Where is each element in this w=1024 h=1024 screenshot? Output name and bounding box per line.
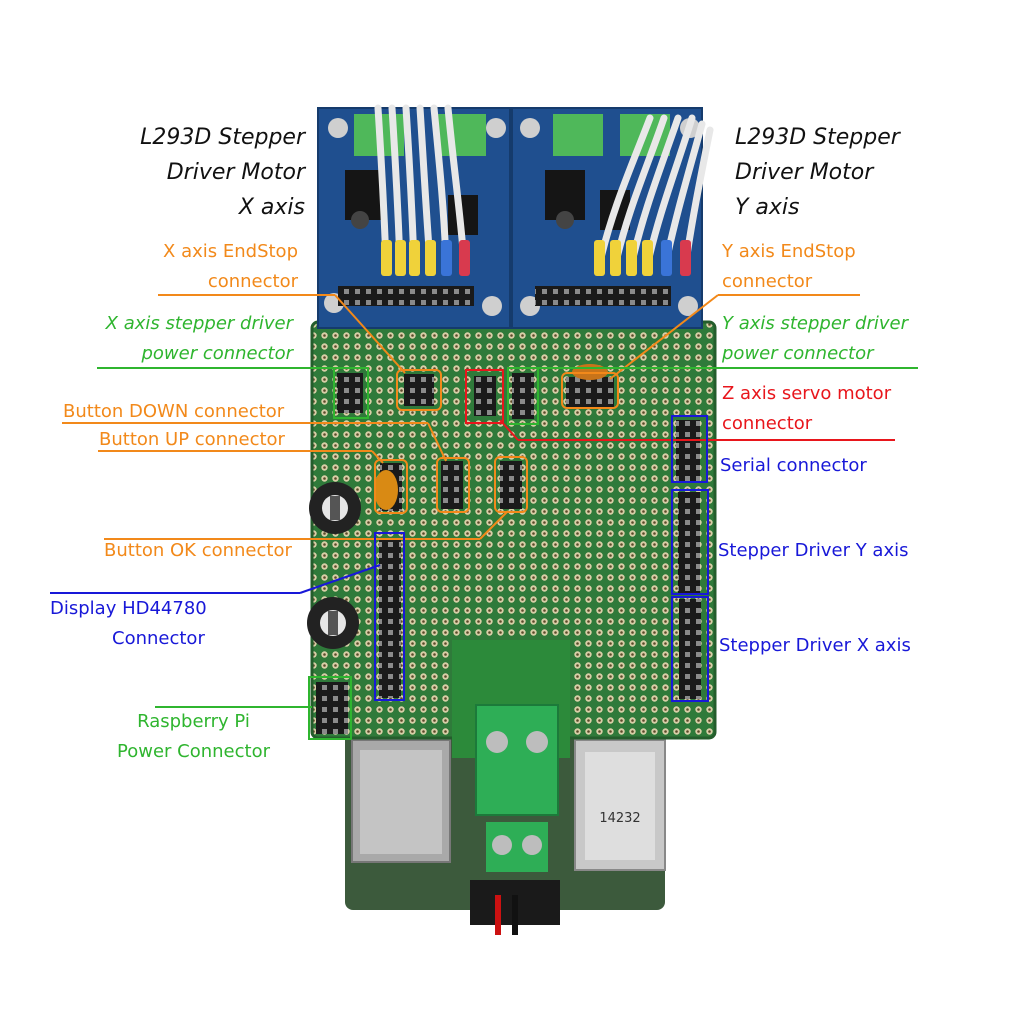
serial-label: Serial connector <box>720 455 867 476</box>
display-label-line2: Connector <box>112 628 205 649</box>
button-ok-box <box>494 456 528 513</box>
y-endstop-box <box>561 372 619 409</box>
button-down-label: Button DOWN connector <box>63 401 285 422</box>
x-stepper-power-label-line2: power connector <box>141 343 293 364</box>
z-servo-label-line2: connector <box>722 413 813 434</box>
x-motor-title: L293D Stepper Driver Motor X axis <box>130 120 305 225</box>
stepper-y-label: Stepper Driver Y axis <box>718 540 909 561</box>
y-motor-title-line3: Y axis <box>735 195 800 220</box>
z-servo-leader <box>499 419 519 441</box>
connectors-x <box>381 240 470 276</box>
display-box <box>374 532 405 701</box>
rpi-power-label-line2: Power Connector <box>117 741 270 762</box>
usb-chip-marking: 14232 <box>599 811 640 826</box>
y-stepper-power-label-line1: Y axis stepper driver <box>722 313 909 334</box>
rpi-power-box <box>308 676 352 740</box>
z-servo-label: Z axis servo motor connector <box>722 379 891 439</box>
x-endstop-label-line1: X axis EndStop <box>163 241 298 262</box>
rpi-power-label: Raspberry Pi Power Connector <box>110 707 277 767</box>
z-servo-box <box>465 369 504 424</box>
y-motor-title-line1: L293D Stepper <box>735 125 900 150</box>
y-endstop-label-line2: connector <box>722 271 813 292</box>
button-ok-label: Button OK connector <box>104 540 292 561</box>
button-up-box <box>374 459 408 514</box>
z-servo-label-line1: Z axis servo motor <box>722 383 892 404</box>
stepper-x-label: Stepper Driver X axis <box>719 635 911 656</box>
perfboard <box>307 320 717 872</box>
y-motor-title-line2: Driver Motor <box>735 160 874 185</box>
x-stepper-power-label: X axis stepper driver power connector <box>70 309 293 369</box>
rpi-power-label-line1: Raspberry Pi <box>137 711 250 732</box>
y-endstop-label: Y axis EndStop connector <box>722 237 856 297</box>
button-up-label: Button UP connector <box>99 429 285 450</box>
button-down-box <box>436 457 470 513</box>
connectors-y <box>594 240 691 276</box>
x-stepper-power-box <box>333 367 369 419</box>
y-motor-title: L293D Stepper Driver Motor Y axis <box>735 120 900 225</box>
x-stepper-power-label-line1: X axis stepper driver <box>105 313 293 334</box>
x-endstop-box <box>396 369 442 411</box>
y-endstop-label-line1: Y axis EndStop <box>722 241 856 262</box>
stepper-x-box <box>671 596 709 702</box>
y-stepper-power-label: Y axis stepper driver power connector <box>722 309 908 369</box>
y-stepper-power-label-line2: power connector <box>722 343 874 364</box>
stepper-y-box <box>671 489 709 595</box>
x-endstop-label-line2: connector <box>207 271 298 292</box>
y-stepper-power-box <box>507 367 539 425</box>
display-label-line1: Display HD44780 <box>50 598 207 619</box>
x-motor-title-line3: X axis <box>238 195 305 220</box>
display-label: Display HD44780 Connector <box>50 594 207 654</box>
serial-box <box>671 415 708 483</box>
x-motor-title-line2: Driver Motor <box>166 160 305 185</box>
x-motor-title-line1: L293D Stepper <box>140 125 305 150</box>
x-endstop-label: X axis EndStop connector <box>100 237 298 297</box>
